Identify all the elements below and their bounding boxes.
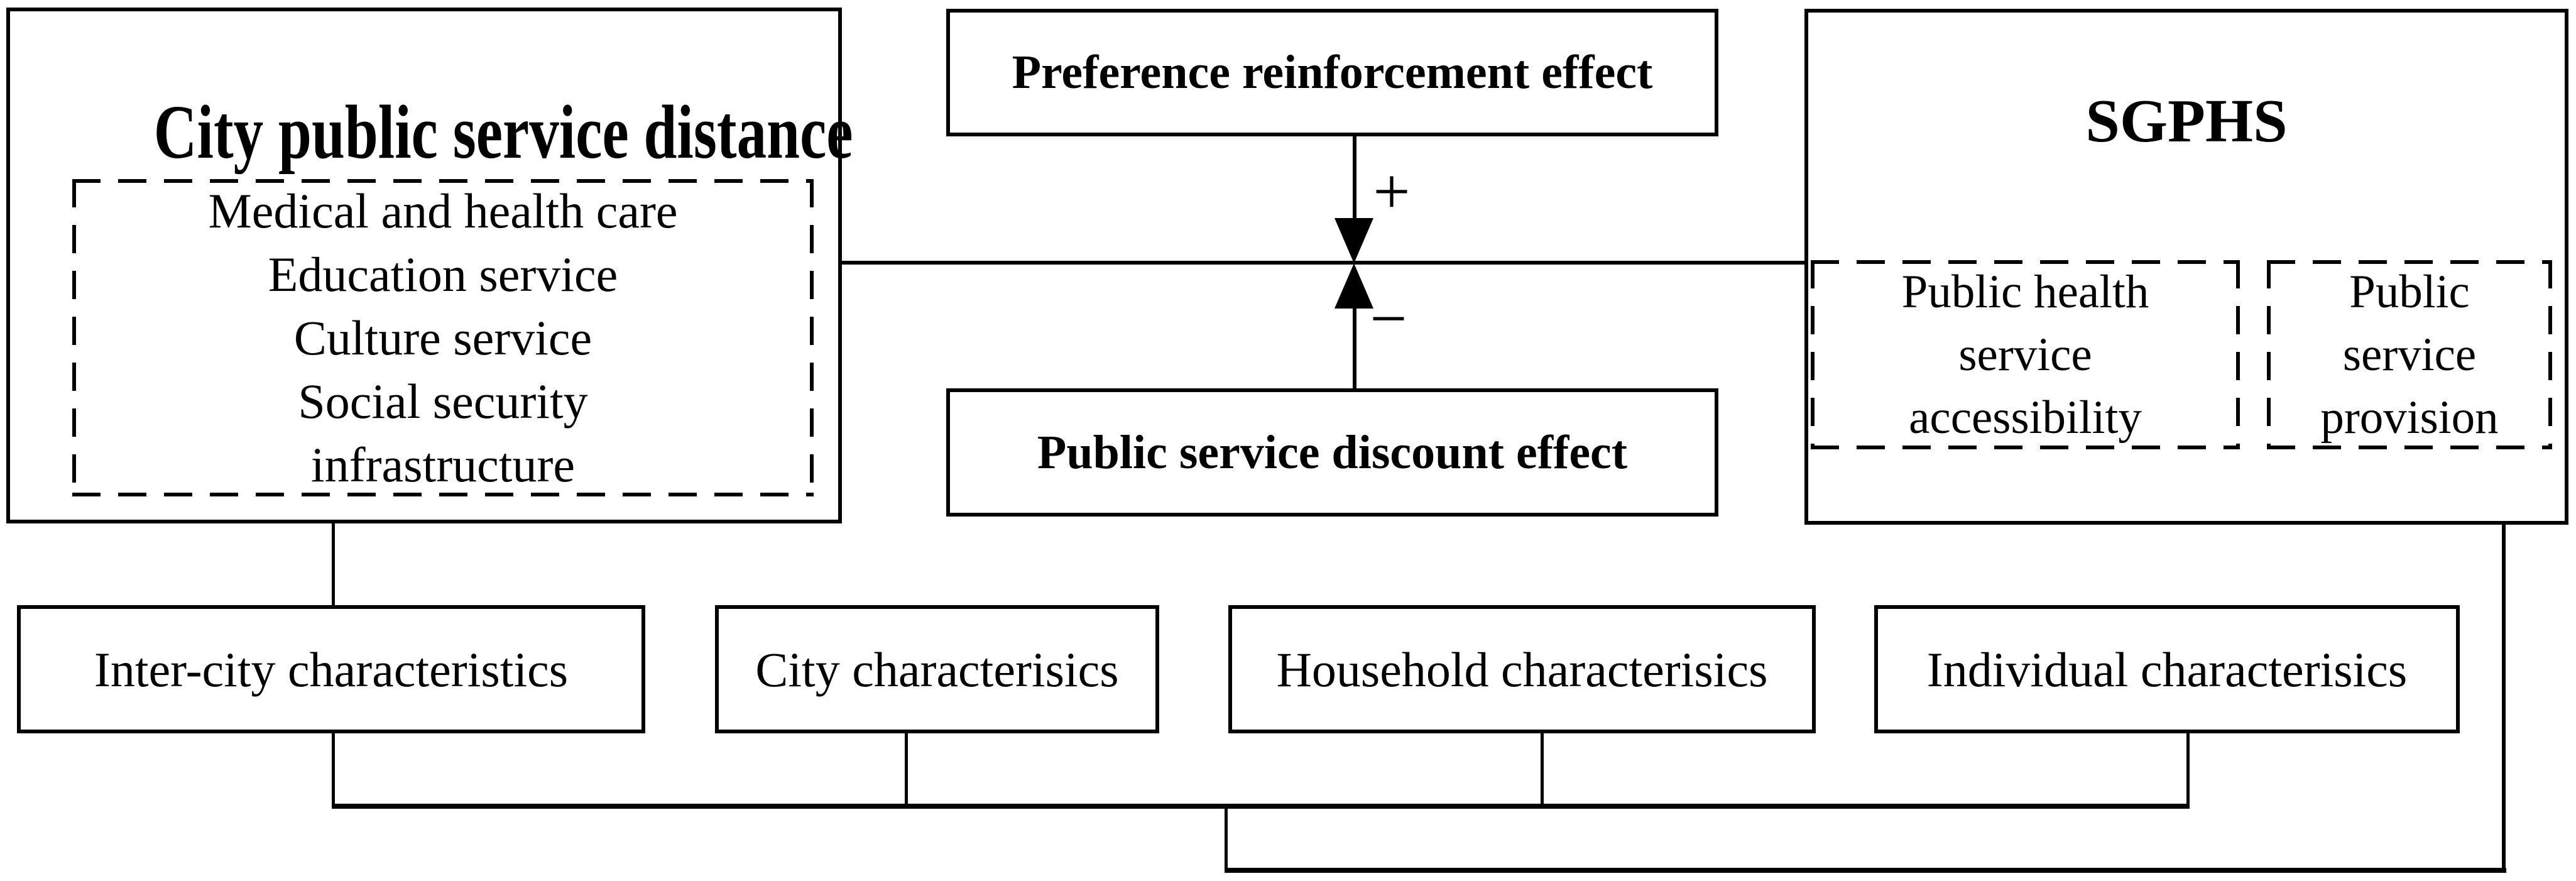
provision-line-2: service [2342, 328, 2477, 381]
connector-leftbox-intercity [332, 523, 335, 605]
inter-city-characteristics-label: Inter-city characteristics [94, 642, 569, 697]
plus-sign: + [1373, 155, 1411, 228]
main-relation-line [842, 261, 1804, 265]
preference-reinforcement-effect-label: Preference reinforcement effect [1012, 46, 1653, 99]
list-item-social-security: Social security [298, 374, 588, 429]
preference-reinforcement-effect-box: Preference reinforcement effect [946, 9, 1718, 136]
public-service-discount-effect-label: Public service discount effect [1037, 425, 1628, 479]
public-service-list-dashed-box [72, 179, 814, 496]
public-health-service-accessibility-text: Public health service accessibility [1811, 260, 2240, 449]
minus-sign: − [1370, 282, 1407, 355]
individual-characterisics-box: Individual characterisics [1874, 605, 2460, 733]
provision-line-1: Public [2349, 265, 2470, 318]
household-characterisics-label: Household characterisics [1276, 642, 1768, 697]
household-characterisics-box: Household characterisics [1228, 605, 1816, 733]
control-bus-line-1 [332, 804, 2190, 809]
connector-city-bus [905, 733, 908, 806]
connector-bus2-sgphs [2502, 525, 2506, 873]
connector-bus1-bus2 [1225, 804, 1228, 873]
list-item-culture: Culture service [293, 310, 592, 365]
public-service-provision-text: Public service provision [2267, 260, 2552, 449]
list-item-infrastructure: infrastructure [310, 437, 576, 492]
accessibility-line-2: service [1958, 328, 2092, 381]
individual-characterisics-label: Individual characterisics [1926, 642, 2408, 697]
provision-line-3: provision [2320, 391, 2499, 444]
connector-intercity-bus [332, 733, 335, 806]
arrow-up-icon [1334, 263, 1373, 309]
inter-city-characteristics-box: Inter-city characteristics [17, 605, 645, 733]
list-item-medical: Medical and health care [208, 183, 678, 238]
public-service-list: Medical and health care Education servic… [72, 179, 814, 496]
connector-individual-bus [2186, 733, 2190, 806]
list-item-education: Education service [268, 247, 618, 302]
connector-household-bus [1541, 733, 1544, 806]
public-service-discount-effect-box: Public service discount effect [946, 388, 1718, 517]
public-service-provision-dashed-box [2267, 260, 2552, 449]
preference-arrow-line [1353, 135, 1356, 220]
control-bus-line-2 [1225, 868, 2506, 873]
discount-arrow-line [1353, 306, 1356, 388]
accessibility-line-3: accessibility [1909, 391, 2142, 444]
public-health-service-accessibility-dashed-box [1811, 260, 2240, 449]
accessibility-line-1: Public health [1901, 265, 2149, 318]
city-characterisics-box: City characterisics [715, 605, 1159, 733]
city-characterisics-label: City characterisics [755, 642, 1119, 697]
sgphs-title: SGPHS [2085, 87, 2288, 155]
city-public-service-distance-title: City public service distance [153, 90, 853, 175]
arrow-down-icon [1334, 218, 1373, 263]
